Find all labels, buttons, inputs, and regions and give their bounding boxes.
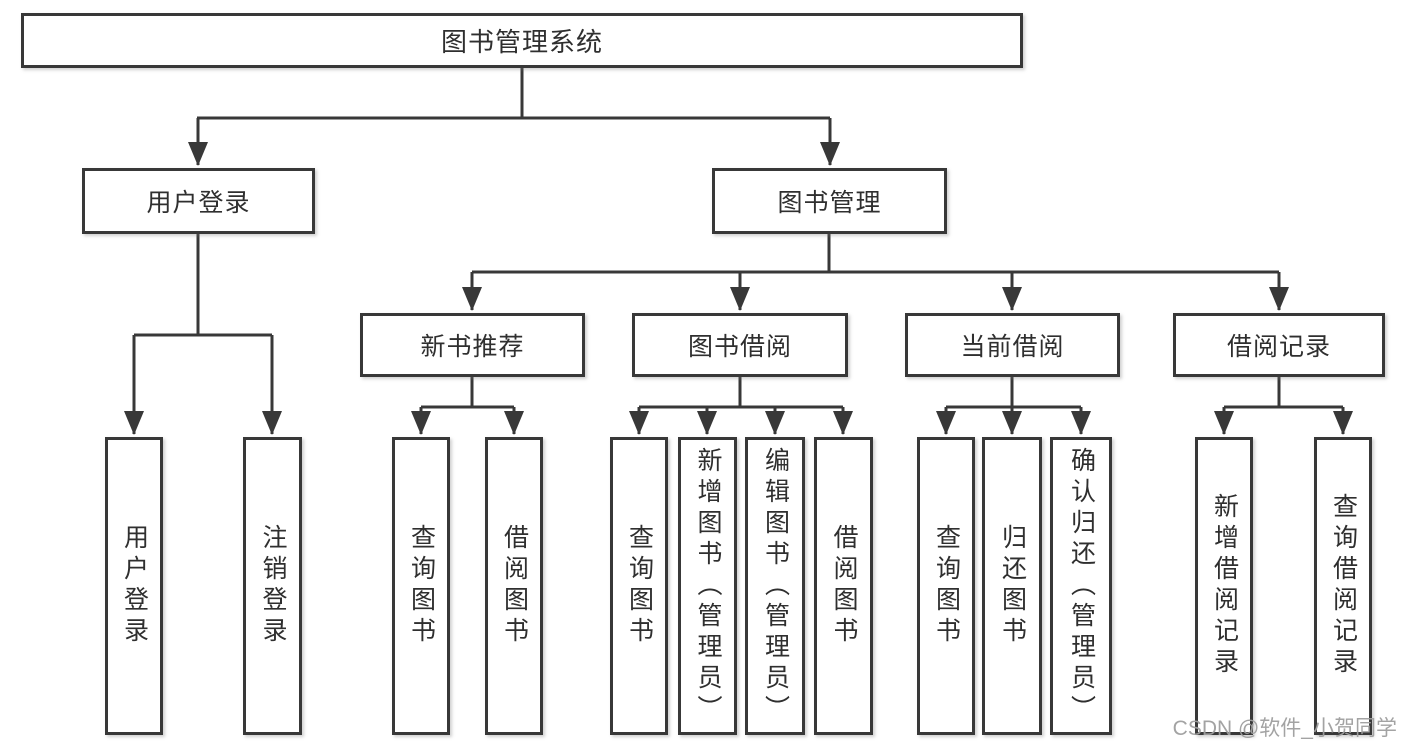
- node-add-borrow-record: 新增借阅记录: [1195, 437, 1253, 735]
- node-new-book-recommendation: 新书推荐: [360, 313, 585, 377]
- node-label: 借阅图书: [830, 524, 858, 648]
- node-label: 用户登录: [120, 524, 149, 648]
- node-query-books-borrowing: 查询图书: [610, 437, 668, 735]
- node-confirm-return-admin: 确认归还（管理员）: [1050, 437, 1112, 735]
- node-user-login: 用户登录: [105, 437, 163, 735]
- connector-book-borrowing-split: [639, 377, 843, 409]
- connector-user-login-split: [134, 234, 272, 337]
- node-label: 图书管理系统: [440, 27, 603, 57]
- node-label: 归还图书: [998, 524, 1027, 648]
- node-label: 查询图书: [625, 524, 654, 648]
- node-label: 新书推荐: [420, 333, 525, 361]
- node-label: 借阅记录: [1226, 333, 1331, 361]
- node-label: 当前借阅: [960, 333, 1065, 361]
- node-label: 图书管理: [777, 189, 882, 217]
- connector-borrowing-records-split: [1224, 377, 1343, 409]
- node-label: 新增图书（管理员）: [694, 446, 722, 726]
- node-book-management-module: 图书管理: [712, 168, 947, 234]
- csdn-watermark: CSDN @软件_小贺同学: [1172, 717, 1397, 740]
- connector-root-split: [197, 68, 830, 120]
- node-label: 用户登录: [146, 189, 251, 217]
- node-label: 新增借阅记录: [1210, 493, 1239, 679]
- node-label: 查询图书: [407, 524, 436, 648]
- node-label: 借阅图书: [500, 524, 529, 648]
- node-label: 注销登录: [259, 524, 287, 648]
- node-query-borrow-record: 查询借阅记录: [1314, 437, 1372, 735]
- node-user-login-module: 用户登录: [82, 168, 315, 234]
- node-borrowing-records: 借阅记录: [1173, 313, 1385, 377]
- connector-current-borrowing-split: [946, 377, 1081, 409]
- node-logout: 注销登录: [243, 437, 302, 735]
- node-current-borrowing: 当前借阅: [905, 313, 1120, 377]
- node-query-books-current: 查询图书: [917, 437, 975, 735]
- node-label: 查询借阅记录: [1329, 493, 1358, 679]
- node-return-books: 归还图书: [982, 437, 1042, 735]
- node-query-books-recommend: 查询图书: [392, 437, 450, 735]
- node-borrow-books: 借阅图书: [814, 437, 873, 735]
- node-library-management-system: 图书管理系统: [21, 13, 1023, 68]
- connector-book-management-split: [472, 234, 1279, 274]
- node-edit-books-admin: 编辑图书（管理员）: [745, 437, 805, 735]
- node-label: 查询图书: [932, 524, 961, 648]
- connector-new-book-split: [421, 377, 514, 409]
- node-book-borrowing: 图书借阅: [632, 313, 848, 377]
- node-borrow-books-recommend: 借阅图书: [485, 437, 543, 735]
- node-label: 图书借阅: [687, 333, 792, 361]
- node-label: 确认归还（管理员）: [1067, 446, 1096, 726]
- node-label: 编辑图书（管理员）: [761, 446, 790, 726]
- node-add-books-admin: 新增图书（管理员）: [678, 437, 737, 735]
